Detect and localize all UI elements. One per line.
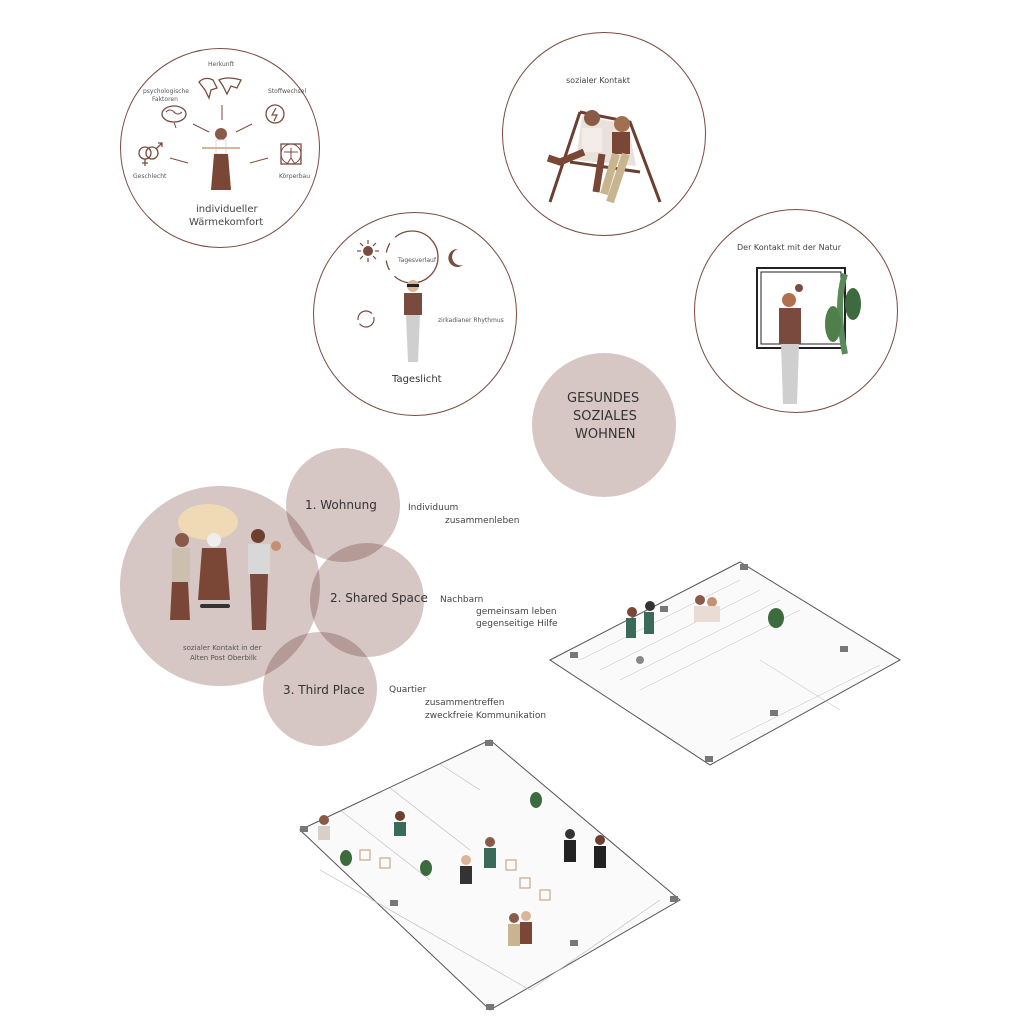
wohnung-disc <box>286 448 400 562</box>
world-map-icon <box>198 77 242 100</box>
circle-waermekomfort <box>120 48 320 248</box>
deckchair-couple-illustration <box>546 110 662 204</box>
gender-icon <box>138 142 163 166</box>
level-1-note-1: Individuum <box>408 503 459 513</box>
level-2-label: 2. Shared Space <box>330 591 428 605</box>
level-3-note-3: zweckfreie Kommunikation <box>425 711 547 721</box>
circle-tageslicht <box>313 212 517 416</box>
label-psych-2: Faktoren <box>152 96 178 103</box>
label-rhythmus: zirkadianer Rhythmus <box>438 317 504 324</box>
center-disc <box>532 353 676 497</box>
tageslicht-title: Tageslicht <box>392 374 442 385</box>
label-herkunft: Herkunft <box>208 61 234 68</box>
label-tagesverlauf: Tagesverlauf <box>398 257 436 264</box>
metabolism-icon <box>265 104 285 124</box>
label-stoffwechsel: Stoffwechsel <box>268 88 307 95</box>
waerme-title-1: individueller <box>196 204 258 215</box>
window-plants-illustration <box>756 267 861 404</box>
circle-natur <box>694 209 898 413</box>
day-cycle-arrow <box>385 230 439 284</box>
center-line-2: SOZIALES <box>573 409 637 424</box>
third-place-disc <box>263 632 377 746</box>
sun-icon <box>357 240 379 262</box>
level-3-label: 3. Third Place <box>283 683 365 697</box>
center-line-3: WOHNEN <box>575 427 636 442</box>
third-place-floorplan <box>299 739 681 1011</box>
natur-title: Der Kontakt mit der Natur <box>737 243 841 252</box>
moon-icon <box>448 248 463 267</box>
kontakt-title: sozialer Kontakt <box>566 76 630 85</box>
level-2-note-2: gemeinsam leben <box>476 607 557 617</box>
people-group-illustration <box>170 504 281 630</box>
woman-figure <box>202 128 240 190</box>
circle-sozialer-kontakt <box>502 32 706 236</box>
label-geschlecht: Geschlecht <box>133 173 167 180</box>
level-3-note-2: zusammentreffen <box>425 698 505 708</box>
label-psych-1: psychologische <box>143 88 189 95</box>
level-1-note-2: zusammenleben <box>445 516 520 526</box>
waerme-title-2: Wärmekomfort <box>189 217 264 228</box>
shared-space-floorplan <box>549 561 901 766</box>
label-koerperbau: Körperbau <box>279 173 311 180</box>
cycle-icon <box>357 310 375 328</box>
brain-icon <box>161 105 187 129</box>
center-line-1: GESUNDES <box>567 391 640 406</box>
level-1-label: 1. Wohnung <box>305 498 377 512</box>
man-walking-figure <box>404 280 422 362</box>
level-2-note-1: Nachbarn <box>440 595 484 605</box>
vitruvian-icon <box>280 143 302 165</box>
group-caption-2: Alten Post Oberbilk <box>190 654 257 662</box>
level-2-note-3: gegenseitige Hilfe <box>476 619 558 629</box>
group-caption-1: sozialer Kontakt in der <box>183 644 262 652</box>
level-3-note-1: Quartier <box>389 685 427 695</box>
